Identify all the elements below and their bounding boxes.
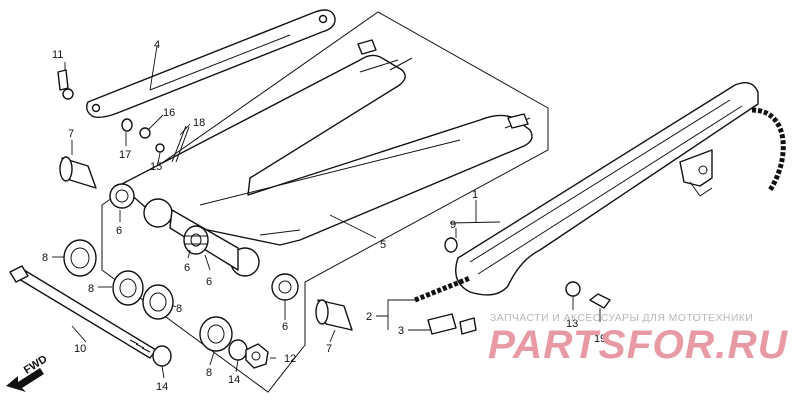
- callout-15: 15: [150, 161, 162, 173]
- callout-19: 19: [594, 333, 606, 345]
- bushing-6a: [109, 183, 135, 209]
- callout-13: 13: [566, 318, 578, 330]
- callout-6c: 6: [206, 276, 212, 288]
- washer-17: [121, 118, 133, 132]
- callout-6d: 6: [282, 321, 288, 333]
- callout-1: 1: [472, 189, 478, 201]
- callout-4: 4: [154, 39, 160, 51]
- nut-15: [155, 143, 165, 153]
- washer-14a: [152, 345, 172, 367]
- seal-8b: [112, 270, 144, 306]
- bushing-6b: [183, 225, 209, 255]
- sleeve-7a: [59, 156, 97, 189]
- grommet-9: [444, 237, 458, 253]
- leader-lines: [52, 45, 601, 379]
- swingarm-part: [119, 39, 533, 277]
- callout-14a: 14: [156, 381, 168, 393]
- bolt-11: [57, 69, 74, 100]
- callout-8c: 8: [176, 303, 182, 315]
- seal-8a: [63, 239, 97, 277]
- seal-8d: [199, 316, 233, 352]
- washer-14b: [228, 339, 248, 361]
- callout-6b: 6: [184, 262, 190, 274]
- chain-case-part: [455, 82, 759, 296]
- callout-labels: 11 4 16 18 17 15 7 6 6 6 6 5 8 8 8 8 10 …: [42, 39, 606, 393]
- watermark-tagline: ЗАПЧАСТИ И АКСЕССУАРЫ ДЛЯ МОТОТЕХНИКИ: [490, 312, 753, 324]
- callout-16: 16: [163, 107, 175, 119]
- sleeve-7b: [315, 299, 353, 331]
- drive-chain-lower: [414, 275, 471, 303]
- callout-8d: 8: [206, 367, 212, 379]
- callout-7b: 7: [326, 343, 332, 355]
- seal-8c: [142, 284, 174, 320]
- cotter-pin-18: [171, 125, 190, 163]
- nut-12: [245, 343, 269, 369]
- bushing-6c: [271, 273, 299, 301]
- callout-18: 18: [193, 117, 205, 129]
- collar-13: [565, 281, 581, 297]
- callout-10: 10: [74, 343, 86, 355]
- nut-16: [139, 127, 151, 139]
- callout-8a: 8: [42, 252, 48, 264]
- callout-11: 11: [52, 49, 63, 61]
- callout-9: 9: [450, 219, 456, 231]
- callout-17: 17: [119, 149, 131, 161]
- callout-14b: 14: [228, 374, 240, 386]
- watermark: ЗАПЧАСТИ И АКСЕССУАРЫ ДЛЯ МОТОТЕХНИКИ PA…: [488, 312, 788, 367]
- bolt-19: [589, 293, 611, 309]
- callout-5: 5: [380, 239, 386, 251]
- watermark-brand: PARTSFOR.RU: [488, 323, 788, 367]
- drive-chain-upper: [751, 107, 786, 192]
- callout-8b: 8: [88, 283, 94, 295]
- stay-brace-part: [85, 9, 336, 119]
- callout-12: 12: [284, 353, 296, 365]
- callout-6a: 6: [116, 225, 122, 237]
- callout-2: 2: [366, 311, 372, 323]
- callout-7a: 7: [68, 128, 74, 140]
- chain-joint-parts: [427, 313, 477, 335]
- callout-3: 3: [398, 325, 404, 337]
- fwd-arrow-icon: FWD: [6, 353, 49, 392]
